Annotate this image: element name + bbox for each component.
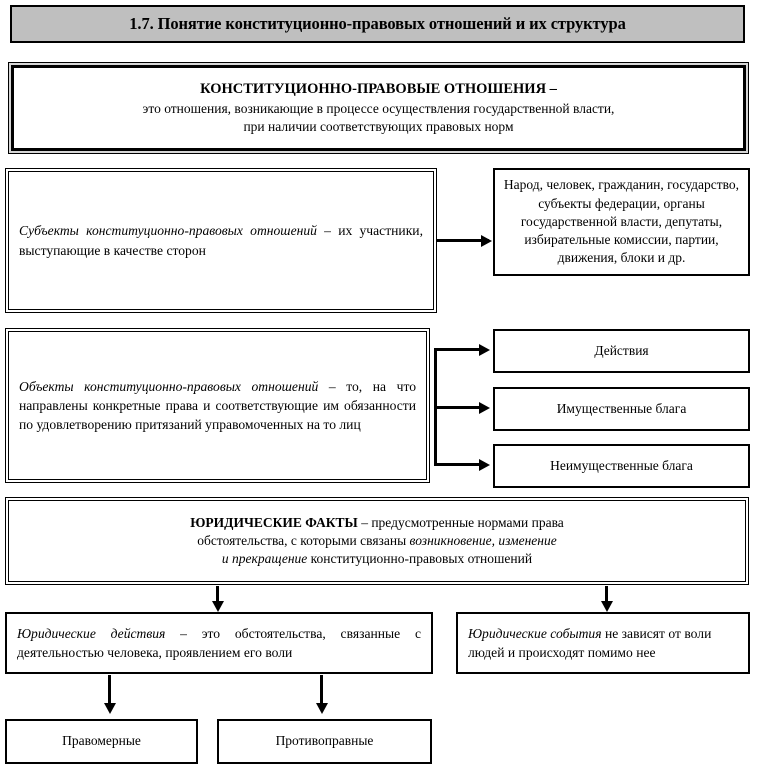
legal-facts-line1: ЮРИДИЧЕСКИЕ ФАКТЫ – предусмотренные норм… [9,514,745,532]
page-title-bar: 1.7. Понятие конституционно-правовых отн… [10,5,745,43]
legal-facts-line2-a: обстоятельства, с которыми связаны [197,532,410,548]
objects-arrow-head-2-icon [479,401,490,414]
lawful-arrow-line [108,675,111,707]
legal-facts-line3-rest: конституционно-правовых отношений [307,551,533,567]
legal-facts-line3: и прекращение конституционно-правовых от… [9,550,745,568]
subjects-arrow-head-icon [481,234,492,247]
legal-facts-line1-rest: – предусмотренные нормами права [357,514,564,530]
legal-actions-arrow-head-icon [212,601,224,612]
legal-events-arrow-line [605,586,608,605]
main-definition-line1: КОНСТИТУЦИОННО-ПРАВОВЫЕ ОТНОШЕНИЯ – [200,81,557,97]
legal-actions-body: – это обстоятельства, связанные с деятел… [17,625,421,660]
legal-actions-term: Юридические действия [17,625,166,641]
legal-facts-line3-em: и прекращение [221,551,308,567]
objects-body: – то, на что направлены конкретные права… [19,378,416,433]
main-definition-box: КОНСТИТУЦИОННО-ПРАВОВЫЕ ОТНОШЕНИЯ – это … [8,62,749,154]
unlawful-box: Противоправные [217,719,432,764]
legal-events-term: Юридические события [468,625,602,641]
objects-arrow-head-1-icon [479,343,490,356]
objects-target-text-2: Имущественные блага [556,400,687,416]
legal-facts-line2-em: возникновение, изменение [409,532,557,548]
unlawful-arrow-head-icon [316,703,328,714]
objects-arrow-line-1 [434,348,486,351]
subjects-text: Субъекты конституционно-правовых отношен… [9,221,433,259]
objects-arrow-head-3-icon [479,458,490,471]
legal-facts-lead: ЮРИДИЧЕСКИЕ ФАКТЫ [190,514,358,530]
legal-actions-box: Юридические действия – это обстоятельств… [5,612,433,674]
objects-arrow-line-2 [434,406,486,409]
unlawful-arrow-line [320,675,323,707]
legal-events-box: Юридические события не зависят от воли л… [456,612,750,674]
objects-target-box-3: Неимущественные блага [493,444,750,488]
legal-facts-line2: обстоятельства, с которыми связаны возни… [9,532,745,550]
objects-term: Объекты конституционно-правовых отношени… [19,378,319,394]
legal-events-text: Юридические события не зависят от воли л… [458,624,748,662]
subjects-term: Субъекты конституционно-правовых отношен… [19,223,317,239]
legal-actions-text: Юридические действия – это обстоятельств… [7,624,431,662]
objects-target-text-1: Действия [594,342,649,358]
objects-target-text-3: Неимущественные блага [550,457,693,473]
main-definition-line3: при наличии соответствующих правовых нор… [243,118,514,134]
lawful-text: Правомерные [62,733,141,749]
objects-target-box-1: Действия [493,329,750,373]
page-title: 1.7. Понятие конституционно-правовых отн… [129,14,626,33]
unlawful-text: Противоправные [275,733,374,749]
lawful-box: Правомерные [5,719,198,764]
subjects-target-text: Народ, человек, гражданин, государство, … [503,177,740,266]
subjects-target-box: Народ, человек, гражданин, государство, … [493,168,750,276]
legal-events-body: не зависят от воли людей и происходят по… [468,625,712,660]
legal-facts-box: ЮРИДИЧЕСКИЕ ФАКТЫ – предусмотренные норм… [5,497,749,585]
objects-text: Объекты конституционно-правовых отношени… [9,377,426,434]
lawful-arrow-head-icon [104,703,116,714]
legal-events-arrow-head-icon [601,601,613,612]
subjects-arrow-line [437,239,489,242]
objects-arrow-line-3 [434,463,486,466]
main-definition-line2: это отношения, возникающие в процессе ос… [142,100,615,116]
subjects-body: – их участники, выступающие в качестве с… [19,223,423,258]
objects-target-box-2: Имущественные блага [493,387,750,431]
subjects-box: Субъекты конституционно-правовых отношен… [5,168,437,313]
objects-box: Объекты конституционно-правовых отношени… [5,328,430,483]
legal-actions-arrow-line [216,586,219,605]
